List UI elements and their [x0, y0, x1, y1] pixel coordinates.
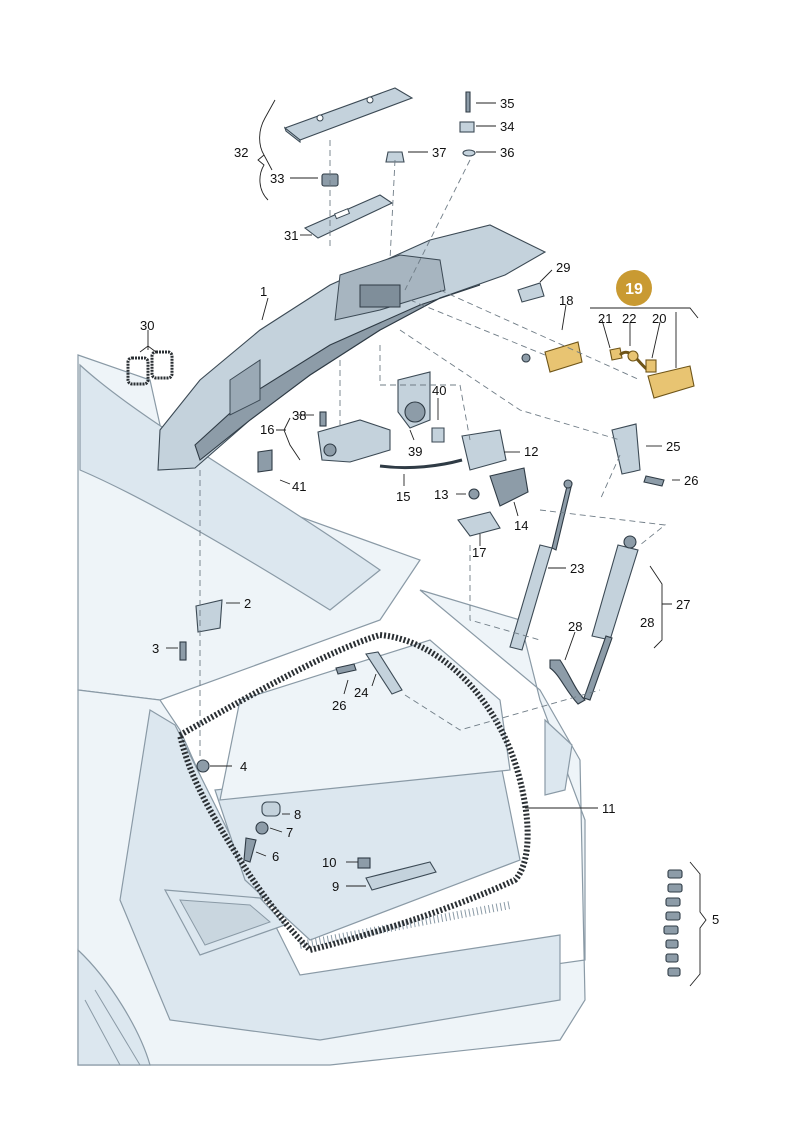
light-connector-21 [609, 347, 623, 361]
callout-21: 21 [598, 311, 612, 326]
callout-33: 33 [270, 171, 284, 186]
buffer-8 [261, 801, 281, 817]
hinge-25 [611, 423, 641, 475]
callout-34: 34 [500, 119, 514, 134]
lock-12 [461, 429, 507, 471]
callout-26-right: 26 [684, 473, 698, 488]
washer-36 [462, 149, 476, 157]
nut-7 [255, 821, 269, 835]
callout-35: 35 [500, 96, 514, 111]
screw-26-left [335, 663, 357, 675]
callout-11: 11 [602, 801, 616, 816]
callout-32: 32 [234, 145, 248, 160]
callout-28-strut: 28 [640, 615, 654, 630]
callout-30: 30 [140, 318, 154, 333]
callout-13: 13 [434, 487, 448, 502]
license-light-right [647, 365, 695, 399]
gas-strut-28 [583, 535, 639, 701]
license-plate-bracket [283, 87, 414, 144]
bracket-17 [457, 511, 501, 537]
callout-29: 29 [556, 260, 570, 275]
highlight-badge[interactable]: 19 [616, 270, 652, 306]
callout-6: 6 [272, 849, 279, 864]
callout-14: 14 [514, 518, 528, 533]
callout-10: 10 [322, 855, 336, 870]
callout-4: 4 [240, 759, 247, 774]
bolt-set-5 [663, 869, 683, 977]
screw-35 [465, 91, 471, 113]
callout-38: 38 [292, 408, 306, 423]
assembly-lines [199, 140, 667, 760]
switch-41 [257, 449, 273, 473]
bracket-24 [365, 651, 403, 695]
callout-2: 2 [244, 596, 251, 611]
bolt-6 [243, 837, 257, 863]
callout-18: 18 [559, 293, 573, 308]
bolt-3 [179, 641, 187, 661]
callout-28-cable: 28 [568, 619, 582, 634]
tailgate-panel [157, 224, 547, 471]
car-body [77, 354, 586, 1066]
callout-41: 41 [292, 479, 306, 494]
nut-13 [468, 488, 480, 500]
gas-strut-23 [509, 479, 573, 651]
cover-plate [303, 194, 394, 239]
callout-8: 8 [294, 807, 301, 822]
bracket-9 [365, 861, 437, 891]
callout-23: 23 [570, 561, 584, 576]
light-bulb-22 [627, 350, 639, 362]
tailgate-seal [176, 631, 531, 954]
callout-25: 25 [666, 439, 680, 454]
striker-14 [489, 467, 529, 507]
bracket-29 [517, 282, 545, 303]
callout-39: 39 [408, 444, 422, 459]
callout-24: 24 [354, 685, 368, 700]
clip-40 [431, 427, 445, 443]
callout-40: 40 [432, 383, 446, 398]
callout-31: 31 [284, 228, 298, 243]
leader-lines [139, 99, 707, 987]
hinge-2 [195, 599, 223, 633]
callout-15: 15 [396, 489, 410, 504]
callout-1: 1 [260, 284, 267, 299]
bracket-34 [459, 121, 475, 133]
callout-20: 20 [652, 311, 666, 326]
callout-9: 9 [332, 879, 339, 894]
callout-27: 27 [676, 597, 690, 612]
callout-5: 5 [712, 912, 719, 927]
callout-37: 37 [432, 145, 446, 160]
grommet-37 [385, 151, 405, 163]
callout-labels: 1 2 3 4 5 6 7 8 9 10 11 12 13 14 15 16 1… [140, 96, 719, 927]
nut-10 [357, 857, 371, 869]
callout-17: 17 [472, 545, 486, 560]
screw-38 [319, 411, 327, 427]
callout-3: 3 [152, 641, 159, 656]
light-socket-20 [645, 359, 657, 373]
bolt-26-right [643, 475, 665, 487]
license-light-left [544, 341, 583, 373]
cable-28 [549, 659, 586, 705]
license-plate-light-group [521, 341, 695, 399]
callout-26-left: 26 [332, 698, 346, 713]
cable-15 [379, 458, 463, 470]
callout-36: 36 [500, 145, 514, 160]
callout-16: 16 [260, 422, 274, 437]
callout-22: 22 [622, 311, 636, 326]
callout-12: 12 [524, 444, 538, 459]
gaskets-30 [126, 350, 174, 386]
callout-7: 7 [286, 825, 293, 840]
highlight-badge-label: 19 [625, 281, 643, 298]
nut-4 [196, 759, 210, 773]
